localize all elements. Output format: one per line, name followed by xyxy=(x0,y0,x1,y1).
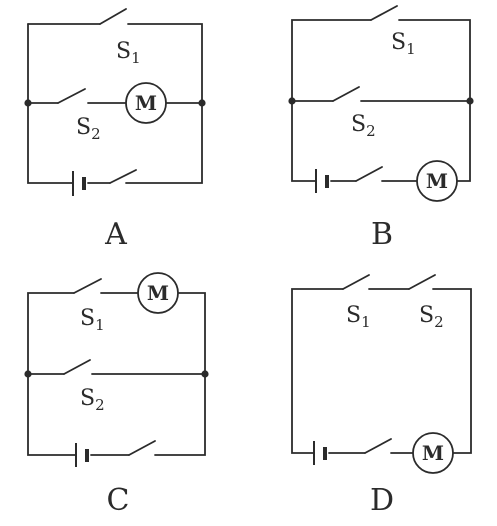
circuit-c-switch-main xyxy=(128,440,156,456)
circuit-d-switch-s2 xyxy=(408,274,436,290)
circuit-a-s1-label: S1 xyxy=(116,39,141,67)
circuit-d-s2-label: S2 xyxy=(419,303,444,331)
circuit-b-s2-label: S2 xyxy=(351,112,376,140)
circuit-b-junction-right xyxy=(466,97,474,105)
circuit-a-battery xyxy=(72,171,86,196)
circuit-b-motor-label: M xyxy=(426,169,448,193)
circuit-c-s2-label: S2 xyxy=(80,386,105,414)
circuit-b-s1-label: S1 xyxy=(391,30,416,58)
circuit-c-junction-right xyxy=(201,370,209,378)
panel-label-b: B xyxy=(371,217,393,252)
circuit-b-motor: M xyxy=(416,160,458,202)
circuit-c-wires xyxy=(27,292,206,456)
circuit-b-wires xyxy=(291,19,471,182)
circuit-b-switch-s1 xyxy=(370,5,398,21)
circuit-c: M S1 S2 C xyxy=(24,272,209,518)
circuit-b-switch-s2 xyxy=(332,86,360,102)
circuit-c-battery xyxy=(75,443,89,467)
circuit-c-junction-left xyxy=(24,370,32,378)
circuit-a-junction-right xyxy=(198,99,206,107)
circuit-d-wires xyxy=(291,288,472,454)
circuit-b-junction-left xyxy=(288,97,296,105)
circuit-d-motor: M xyxy=(412,432,454,474)
circuit-c-switch-s2 xyxy=(63,359,91,375)
circuit-b: M S1 S2 B xyxy=(288,5,474,252)
circuit-a-wires xyxy=(27,23,203,184)
circuit-c-motor-label: M xyxy=(147,281,169,305)
circuit-b-switch-main xyxy=(355,166,383,182)
circuit-d-switch-s1 xyxy=(342,274,370,290)
panel-label-d: D xyxy=(370,483,394,518)
panel-label-a: A xyxy=(104,217,127,252)
circuit-d: M S1 S2 D xyxy=(291,274,472,518)
circuit-d-battery xyxy=(313,441,327,465)
circuit-a-switch-s1 xyxy=(99,8,127,25)
circuit-a-motor-label: M xyxy=(135,91,157,115)
circuit-b-battery xyxy=(315,169,329,193)
circuit-a: M S1 S2 A xyxy=(24,8,206,252)
circuit-a-motor: M xyxy=(125,82,167,124)
circuit-c-s1-label: S1 xyxy=(80,306,105,334)
circuit-a-s2-label: S2 xyxy=(76,115,101,143)
circuit-c-motor: M xyxy=(137,272,179,314)
circuit-a-switch-main xyxy=(109,169,137,184)
circuit-d-motor-label: M xyxy=(422,441,444,465)
circuit-c-switch-s1 xyxy=(73,278,102,294)
panel-label-c: C xyxy=(107,483,130,518)
circuit-d-switch-main xyxy=(364,438,392,454)
circuit-a-switch-s2 xyxy=(57,88,86,104)
circuit-d-s1-label: S1 xyxy=(346,303,371,331)
circuit-a-junction-left xyxy=(24,99,32,107)
